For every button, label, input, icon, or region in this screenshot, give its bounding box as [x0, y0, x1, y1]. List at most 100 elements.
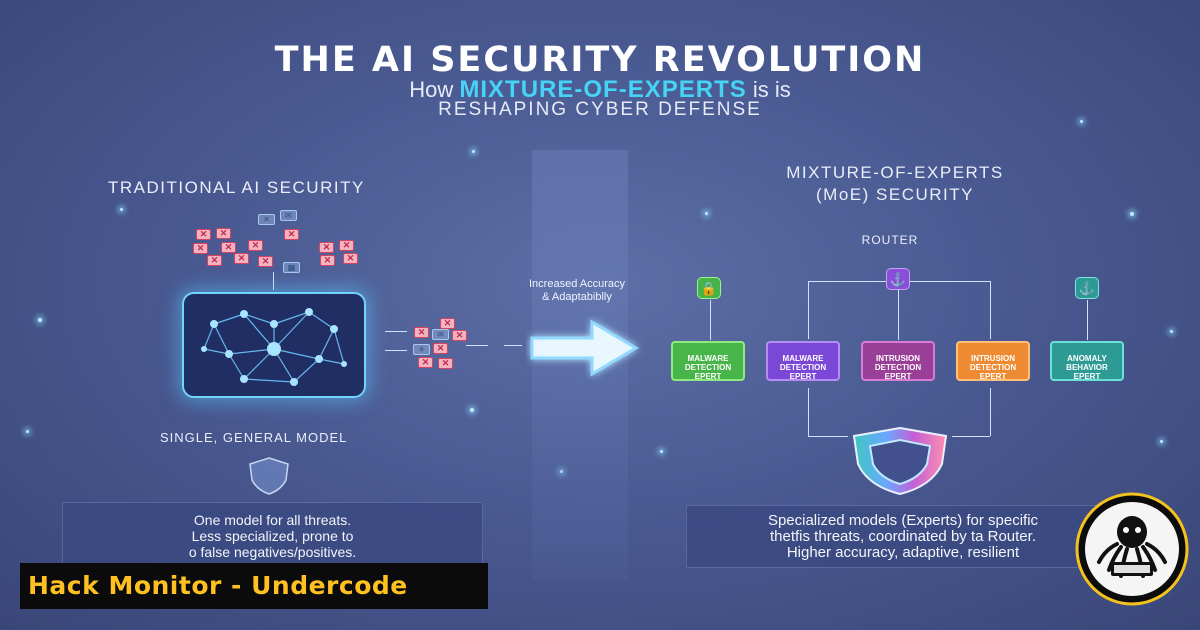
x-mark-icon: ✕	[452, 330, 467, 341]
sparkle	[472, 150, 475, 153]
x-mark-icon: ✕	[193, 243, 208, 254]
connector-line	[385, 350, 407, 351]
shield-icon	[852, 426, 948, 496]
octopus-logo-icon	[1075, 492, 1189, 606]
hook-icon: ⚓	[1075, 277, 1099, 299]
expert-malware-detection: MALWARE DETECTION EPERT	[671, 341, 745, 381]
router-connector	[990, 281, 991, 339]
subtitle-accent: MIXTURE-OF-EXPERTS	[459, 76, 747, 103]
envelope-icon: ✕	[258, 214, 275, 225]
transition-label: Increased Accuracy & Adaptabiblly	[507, 278, 647, 304]
x-mark-icon: ✕	[438, 358, 453, 369]
sparkle	[120, 208, 123, 211]
expert-anomaly-behavior: ANOMALY BEHAVIOR EPERT	[1050, 341, 1124, 381]
traditional-heading: TRADITIONAL AI SECURITY	[108, 178, 365, 197]
connector-line	[504, 345, 522, 346]
big-arrow-icon	[530, 319, 639, 377]
connector-line	[466, 345, 488, 346]
neural-network-model	[182, 292, 366, 398]
x-mark-icon: ✕	[320, 255, 335, 266]
sparkle	[470, 408, 474, 412]
expert-label: DETECTION	[874, 363, 922, 372]
sparkle	[560, 470, 563, 473]
expert-intrusion-detection: INTRUSION DETECTION EPERT	[956, 341, 1030, 381]
description-line: Specialized models (Experts) for specifi…	[767, 512, 1039, 529]
sparkle	[1160, 440, 1163, 443]
expert-label: EPERT	[1073, 372, 1101, 381]
moe-heading: MIXTURE-OF-EXPERTS (MoE) SECURITY	[720, 162, 1070, 206]
lock-icon: 🔒	[697, 277, 721, 299]
sparkle	[1170, 330, 1173, 333]
network-graph-icon	[201, 308, 347, 386]
expert-malware-detection: MALWARE DETECTION EPERT	[766, 341, 840, 381]
expert-label: INTRUSION	[971, 354, 1015, 363]
traditional-description: One model for all threats. Less speciali…	[62, 502, 483, 564]
brand-banner: Hack Monitor - Undercode	[20, 563, 488, 609]
expert-label: EPERT	[884, 372, 912, 381]
expert-label: EPERT	[979, 372, 1007, 381]
subtitle-prefix: How	[409, 77, 454, 102]
center-divider-band	[532, 150, 628, 580]
description-line: One model for all threats.	[193, 512, 352, 528]
description-line: Higher accuracy, adaptive, resilient	[786, 544, 1020, 561]
x-mark-icon: ✕	[221, 242, 236, 253]
router-connector	[898, 290, 899, 340]
subtitle-line-2: RESHAPING CYBER DEFENSE	[438, 99, 762, 120]
description-line: thetfis threats, coordinated by ta Route…	[770, 528, 1036, 545]
envelope-icon: ✉	[432, 329, 449, 340]
router-label: ROUTER	[861, 233, 919, 247]
x-mark-icon: ✕	[433, 343, 448, 354]
subtitle-line-1: How MIXTURE-OF-EXPERTS is is	[0, 76, 1200, 104]
sparkle	[660, 450, 663, 453]
shield-connector	[952, 436, 990, 437]
sparkle	[1080, 120, 1083, 123]
shield-connector	[808, 388, 809, 436]
moe-heading-line: MIXTURE-OF-EXPERTS	[786, 163, 1004, 182]
expert-label: MALWARE	[687, 354, 729, 363]
envelope-icon: ✳	[413, 344, 430, 355]
expert-label: INTRUSION	[876, 354, 920, 363]
expert-label: DETECTION	[779, 363, 827, 372]
expert-label: BEHAVIOR	[1066, 363, 1108, 372]
expert-intrusion-detection: INTRUSION DETECTION EPERT	[861, 341, 935, 381]
transition-label-line: & Adaptabiblly	[542, 291, 612, 303]
sparkle	[38, 318, 42, 322]
x-mark-icon: ✕	[216, 228, 231, 239]
x-mark-icon: ✕	[284, 229, 299, 240]
shield-connector	[808, 436, 848, 437]
single-model-label: SINGLE, GENERAL MODEL	[160, 430, 348, 445]
expert-label: ANOMALY	[1067, 354, 1107, 363]
expert-label: MALWARE	[782, 354, 824, 363]
sparkle	[1130, 212, 1134, 216]
expert-label: EPERT	[789, 372, 817, 381]
moe-heading-line: (MoE) SECURITY	[816, 185, 974, 204]
router-connector	[1087, 300, 1088, 340]
x-mark-icon: ✕	[234, 253, 249, 264]
x-mark-icon: ✕	[339, 240, 354, 251]
x-mark-icon: ✕	[440, 318, 455, 329]
router-connector	[808, 281, 809, 339]
router-connector	[710, 300, 711, 340]
shield-icon	[249, 457, 289, 495]
x-mark-icon: ✕	[418, 357, 433, 368]
connector-line	[273, 272, 274, 290]
x-mark-icon: ✕	[414, 327, 429, 338]
x-mark-icon: ✕	[319, 242, 334, 253]
x-mark-icon: ✕	[258, 256, 273, 267]
shield-connector	[990, 388, 991, 436]
expert-label: EPERT	[694, 372, 722, 381]
sparkle	[705, 212, 708, 215]
connector-line	[385, 331, 407, 332]
description-line: Less specialized, prone to	[191, 528, 354, 544]
expert-label: DETECTION	[684, 363, 732, 372]
envelope-icon: ▦	[283, 262, 300, 273]
transition-label-line: Increased Accuracy	[529, 278, 625, 290]
x-mark-icon: ✕	[248, 240, 263, 251]
subtitle-suffix: is is	[752, 77, 791, 102]
x-mark-icon: ✕	[196, 229, 211, 240]
x-mark-icon: ✕	[343, 253, 358, 264]
envelope-icon: ✉	[280, 210, 297, 221]
sparkle	[26, 430, 29, 433]
x-mark-icon: ✕	[207, 255, 222, 266]
hook-icon: ⚓	[886, 268, 910, 290]
